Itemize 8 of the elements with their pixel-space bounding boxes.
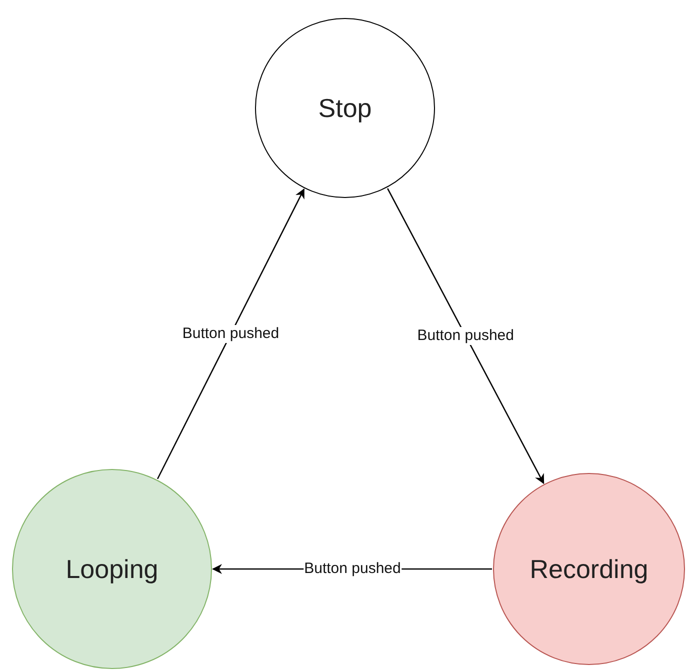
edge-label: Button pushed [303,560,402,578]
arrow [156,188,305,480]
state-label: Recording [530,554,648,584]
state-label: Looping [66,554,158,584]
state-label: Stop [318,92,372,124]
edge-label: Button pushed [181,325,280,344]
edge-label: Button pushed [416,326,515,345]
arrow [387,188,544,484]
